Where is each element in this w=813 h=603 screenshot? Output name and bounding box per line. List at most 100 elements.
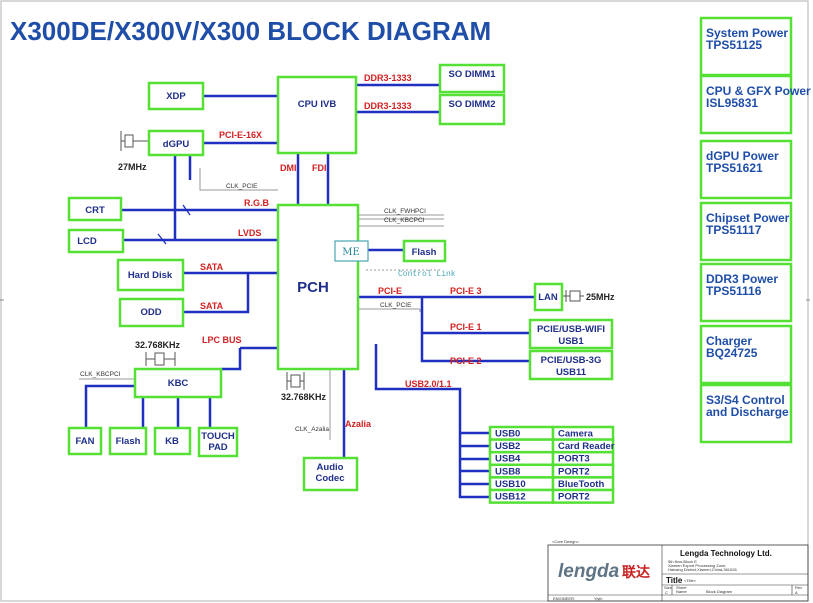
power-box-part: ISL95831: [706, 96, 758, 110]
clk-pcie-label: CLK_PCIE: [226, 183, 258, 190]
hdd-label: Hard Disk: [128, 270, 173, 281]
rgb-label: R.G.B: [244, 198, 270, 208]
power-box-frame: [699, 16, 793, 77]
wifi-box: [528, 318, 614, 350]
me-label: ME: [342, 247, 360, 258]
rev-label: Rev: [795, 585, 802, 590]
crystal-dgpu: [120, 131, 148, 151]
usb-table-row: USB10 BlueTooth: [488, 476, 615, 492]
usb-port-label: USB0: [495, 429, 520, 440]
usb-device-label: PORT2: [558, 492, 590, 503]
dimm2-label: SO DIMM2: [449, 99, 496, 110]
sheet-name-value: Block Diagram: [706, 589, 733, 594]
ddr3-label-2: DDR3-1333: [364, 101, 412, 111]
odd-label: ODD: [140, 307, 161, 318]
power-box-part: TPS51116: [706, 284, 762, 298]
usb-port-label: USB2: [495, 441, 520, 452]
lcd-label: LCD: [77, 236, 97, 247]
fan-label: FAN: [76, 436, 95, 447]
usb-device-label: Card Reader: [558, 441, 615, 452]
title-value: <Title>: [684, 578, 697, 583]
lan-box: [533, 282, 564, 312]
crystal-kbc: [145, 352, 176, 366]
usb-port-label: USB12: [495, 492, 526, 503]
dimm1-label: SO DIMM1: [449, 69, 497, 80]
pch-box: [276, 203, 360, 371]
3g-label-1: PCIE/USB-3G: [541, 355, 602, 366]
flash-pch-box: [402, 239, 447, 263]
pch-label: PCH: [297, 279, 329, 296]
ddr3-label-1: DDR3-1333: [364, 73, 412, 83]
sata-odd-link: [183, 273, 250, 314]
cpu-label: CPU IVB: [298, 99, 337, 110]
audio-label-1: Audio: [317, 462, 344, 473]
touchpad-box: [197, 426, 239, 458]
cpu-box: [276, 75, 358, 155]
pcie3-label: PCI-E 3: [450, 286, 482, 296]
clk-kbcpci-pch-label: CLK_KBCPCI: [384, 217, 425, 224]
usb-trunk: [374, 344, 490, 499]
kbc-box: [133, 367, 223, 399]
power-box-frame: [699, 74, 793, 135]
lpc-link-b: [221, 348, 242, 371]
power-box-frame: [699, 383, 793, 444]
usb-table-row: USB4 PORT3: [488, 450, 615, 467]
audio-box: [302, 456, 359, 492]
usb-device-label: BlueTooth: [558, 479, 604, 490]
title-block-frame: [547, 544, 809, 602]
xdp-box: [147, 81, 205, 111]
power-box-part: TPS51117: [706, 223, 762, 237]
clk-fwhpci-label: CLK_FWHPCI: [384, 208, 426, 215]
xdp-label: XDP: [166, 91, 186, 102]
fdi-label: FDI: [312, 163, 327, 173]
usb-device-label: PORT2: [558, 466, 590, 477]
dimm1-box: [438, 63, 506, 94]
flash-pch-label: Flash: [412, 247, 437, 258]
lan-xtal-label: 25MHz: [586, 292, 615, 302]
control-link-label: Control Link: [398, 270, 456, 279]
clock-lines: [79, 168, 444, 440]
diagram-title: X300DE/X300V/X300 BLOCK DIAGRAM: [10, 16, 491, 46]
power-box-title: Charger: [706, 334, 752, 348]
power-box-frame: [699, 262, 793, 323]
lcd-box: [67, 228, 125, 254]
engineer-value: Yiyih: [594, 596, 603, 601]
sheet-name-label: Name: [676, 589, 687, 594]
usb-device-cell: [551, 488, 615, 504]
wifi-label-2: USB1: [558, 336, 584, 347]
kbc-label: KBC: [168, 378, 189, 389]
power-box-frame: [699, 139, 793, 200]
flash-kbc-box: [108, 426, 148, 456]
power-box-part: TPS51125: [706, 38, 762, 52]
flash-kbc-label: Flash: [116, 436, 141, 447]
audio-label-2: Codec: [315, 473, 344, 484]
engineer-label: ENGINEER:: [553, 596, 575, 601]
logo-cn: 联达: [622, 564, 650, 581]
power-box-frame: [699, 324, 793, 385]
usb-port-label: USB10: [495, 479, 526, 490]
size-value: C: [665, 590, 668, 595]
sheet-label: Sheet: [676, 585, 687, 590]
pcie-pch-label: PCI-E: [378, 286, 402, 296]
wifi-label-1: PCIE/USB-WIFI: [537, 324, 605, 335]
pcie2-link: [420, 297, 530, 363]
usb-device-label: PORT3: [558, 454, 590, 465]
logo-text: lengda: [558, 561, 620, 582]
power-box-title: Chipset Power: [706, 211, 790, 225]
kb-label: KB: [165, 436, 179, 447]
sata-label-1: SATA: [200, 262, 224, 272]
usb-port-label: USB4: [495, 454, 521, 465]
3g-box: [528, 349, 614, 381]
company-name: Lengda Technology Ltd.: [680, 549, 772, 558]
usb-table-row: USB2 Card Reader: [488, 438, 615, 454]
usb-port-label: USB8: [495, 466, 520, 477]
dgpu-xtal-label: 27MHz: [118, 162, 147, 172]
